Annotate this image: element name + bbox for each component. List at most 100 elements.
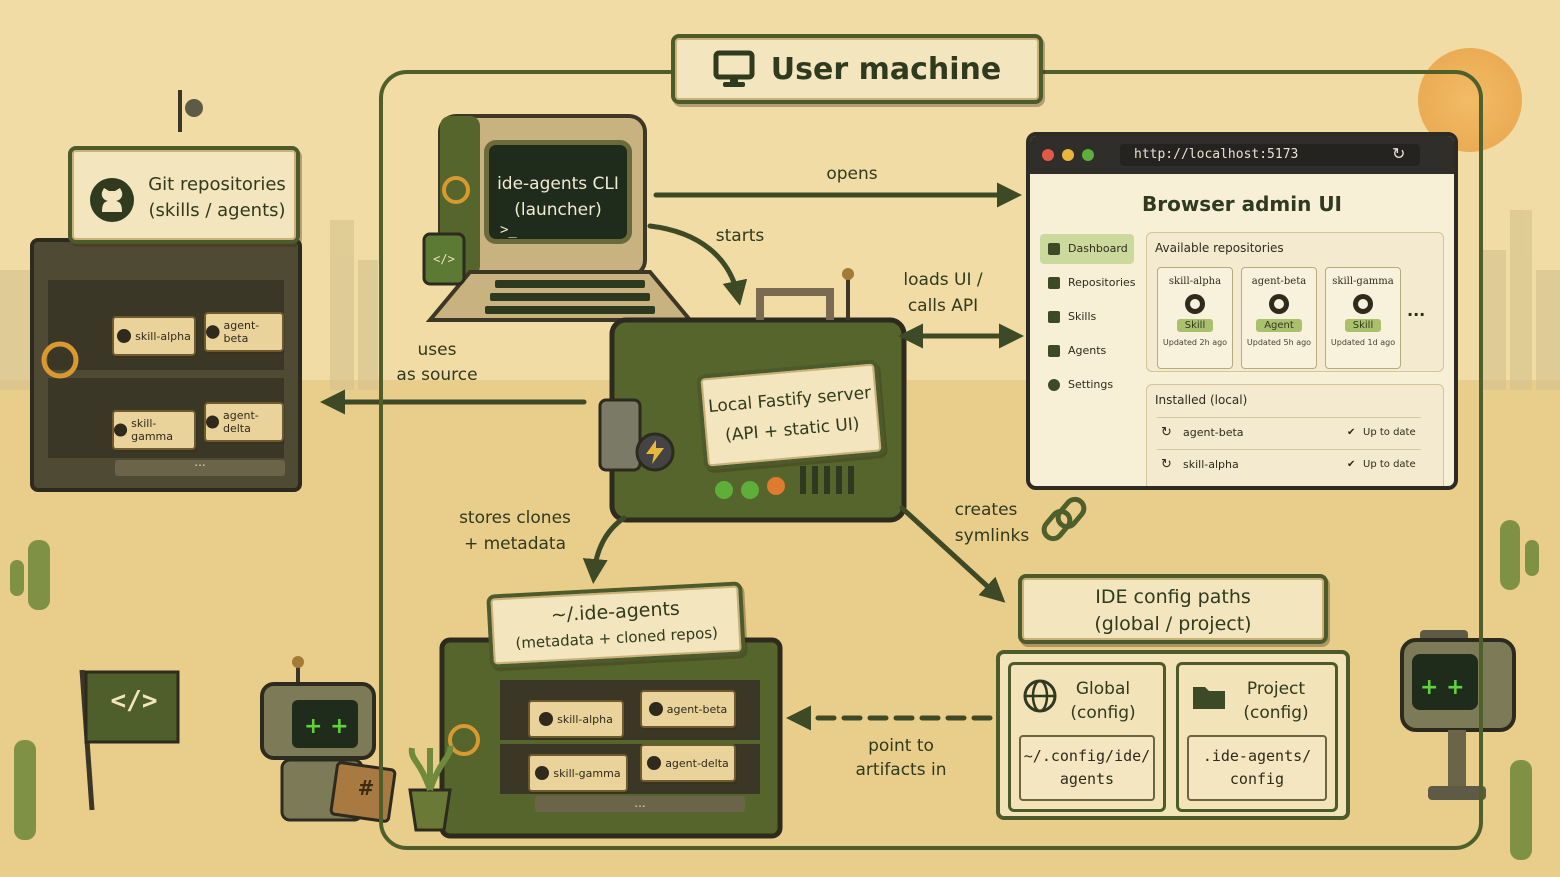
edge-label-creates-1: creates bbox=[954, 500, 1018, 520]
folder-label: agent-delta bbox=[222, 409, 259, 435]
global-path-2: agents bbox=[1059, 770, 1115, 788]
gear-icon bbox=[1048, 379, 1060, 391]
sidebar-item-repositories[interactable]: Repositories bbox=[1040, 268, 1136, 298]
reload-icon[interactable]: ↻ bbox=[1392, 144, 1406, 163]
storage-folder-agent-delta: agent-delta bbox=[640, 744, 736, 782]
github-icon bbox=[206, 415, 219, 429]
cactus-group bbox=[10, 520, 1539, 860]
robot-right: + + bbox=[1400, 630, 1516, 800]
repo-card[interactable]: skill-alpha Skill Updated 2h ago bbox=[1157, 267, 1233, 369]
installed-row[interactable]: ↻ skill-alpha ✔ Up to date bbox=[1157, 449, 1421, 480]
global-config-box: Global (config) ~/.config/ide/ agents bbox=[1008, 662, 1166, 812]
folder-label: agent-beta bbox=[666, 702, 728, 716]
git-repos-title-1: Git repositories bbox=[148, 174, 286, 195]
card-name: skill-gamma bbox=[1332, 276, 1394, 287]
git-repos-plaque: Git repositories (skills / agents) bbox=[68, 146, 300, 244]
installed-row[interactable]: ↻ agent-beta ✔ Up to date bbox=[1157, 417, 1421, 448]
git-repos-title-2: (skills / agents) bbox=[148, 200, 286, 221]
title-text: User machine bbox=[770, 51, 1002, 87]
maximize-dot-icon[interactable] bbox=[1082, 149, 1094, 161]
project-path-2: config bbox=[1229, 770, 1285, 788]
close-dot-icon[interactable] bbox=[1042, 149, 1054, 161]
flag-label: </> bbox=[110, 686, 158, 716]
git-folder-skill-gamma: skill-gamma bbox=[112, 410, 196, 450]
robot-left: + + bbox=[260, 656, 397, 823]
installed-status: Up to date bbox=[1363, 459, 1416, 470]
sidebar-item-skills[interactable]: Skills bbox=[1040, 302, 1134, 332]
folder-icon bbox=[1193, 687, 1225, 709]
chain-link-icon bbox=[1041, 496, 1087, 542]
global-path-1: ~/.config/ide/ bbox=[1023, 747, 1151, 765]
cards-more[interactable]: ... bbox=[1407, 301, 1426, 320]
installed-name: skill-alpha bbox=[1183, 458, 1239, 471]
folder-label: skill-gamma bbox=[131, 417, 174, 443]
folder-label: agent-delta bbox=[665, 756, 729, 770]
available-heading: Available repositories bbox=[1155, 241, 1284, 255]
edge-label-uses-2: as source bbox=[396, 365, 478, 385]
global-head-1: Global bbox=[1075, 679, 1131, 699]
flag bbox=[79, 669, 180, 811]
git-folder-agent-beta: agent-beta bbox=[204, 312, 284, 352]
github-icon bbox=[90, 178, 134, 222]
edge-label-loads-ui-2: calls API bbox=[907, 296, 979, 316]
arrow-starts bbox=[647, 223, 748, 306]
folder-label: skill-alpha bbox=[135, 329, 191, 343]
edge-label-stores-1: stores clones bbox=[459, 508, 571, 528]
sidebar-item-settings[interactable]: Settings bbox=[1040, 370, 1134, 400]
github-icon bbox=[535, 766, 550, 780]
card-updated: Updated 2h ago bbox=[1162, 338, 1228, 347]
git-folder-agent-delta: agent-delta bbox=[204, 402, 284, 442]
browser-url-bar[interactable]: http://localhost:5173 bbox=[1120, 144, 1420, 166]
sun-icon bbox=[1418, 48, 1522, 152]
git-shelf-more: ... bbox=[194, 455, 206, 469]
cli-line-1: ide-agents CLI bbox=[497, 174, 619, 194]
github-icon bbox=[206, 325, 220, 339]
sidebar-item-agents[interactable]: Agents bbox=[1040, 336, 1134, 366]
folder-label: skill-gamma bbox=[553, 766, 621, 780]
agent-icon bbox=[1048, 345, 1060, 357]
browser-page-title: Browser admin UI bbox=[1141, 192, 1342, 216]
global-head-2: (config) bbox=[1070, 703, 1136, 723]
cli-line-2: (launcher) bbox=[514, 200, 602, 220]
installed-name: agent-beta bbox=[1183, 426, 1244, 439]
project-head-1: Project bbox=[1246, 679, 1306, 699]
plant-pot bbox=[408, 745, 454, 832]
sidebar-label: Repositories bbox=[1068, 276, 1136, 289]
global-path: ~/.config/ide/ agents bbox=[1019, 735, 1155, 801]
globe-icon bbox=[1023, 679, 1057, 713]
github-icon bbox=[648, 702, 663, 716]
folder-label: skill-alpha bbox=[557, 712, 613, 726]
available-repos-panel: Available repositories skill-alpha Skill… bbox=[1146, 232, 1444, 372]
git-folder-skill-alpha: skill-alpha bbox=[112, 316, 196, 356]
folder-label: agent-beta bbox=[223, 319, 260, 345]
home-icon bbox=[1048, 243, 1060, 255]
sidebar-item-dashboard[interactable]: Dashboard bbox=[1040, 234, 1134, 264]
mug-label: </> bbox=[433, 252, 455, 266]
card-updated: Updated 1d ago bbox=[1330, 338, 1396, 347]
monitor-icon bbox=[713, 50, 755, 87]
card-updated: Updated 5h ago bbox=[1246, 338, 1312, 347]
ide-line-1: IDE config paths bbox=[1095, 586, 1251, 608]
installed-heading: Installed (local) bbox=[1155, 393, 1248, 407]
minimize-dot-icon[interactable] bbox=[1062, 149, 1074, 161]
skill-icon bbox=[1048, 311, 1060, 323]
svg-text:+ +: + + bbox=[1420, 675, 1465, 700]
svg-text:+ +: + + bbox=[304, 714, 349, 739]
edge-label-stores-2: + metadata bbox=[463, 534, 567, 554]
robot-tablet-label: # bbox=[357, 776, 375, 800]
repo-card[interactable]: skill-gamma Skill Updated 1d ago bbox=[1325, 267, 1401, 369]
sync-icon: ↻ bbox=[1161, 425, 1172, 440]
repo-cards: skill-alpha Skill Updated 2h ago agent-b… bbox=[1157, 267, 1425, 369]
edge-label-point-1: point to bbox=[868, 736, 934, 756]
repo-card[interactable]: agent-beta Agent Updated 5h ago bbox=[1241, 267, 1317, 369]
card-badge: Skill bbox=[1344, 319, 1382, 332]
github-icon bbox=[647, 756, 662, 770]
browser-window: http://localhost:5173 ↻ Browser admin UI… bbox=[1026, 132, 1458, 490]
sync-icon: ↻ bbox=[1161, 457, 1172, 472]
ide-paths-panel: Global (config) ~/.config/ide/ agents Pr… bbox=[996, 650, 1350, 820]
edge-label-opens: opens bbox=[826, 164, 878, 184]
edge-label-point-2: artifacts in bbox=[855, 760, 947, 780]
project-config-box: Project (config) .ide-agents/ config bbox=[1176, 662, 1338, 812]
repo-icon bbox=[1048, 277, 1060, 289]
